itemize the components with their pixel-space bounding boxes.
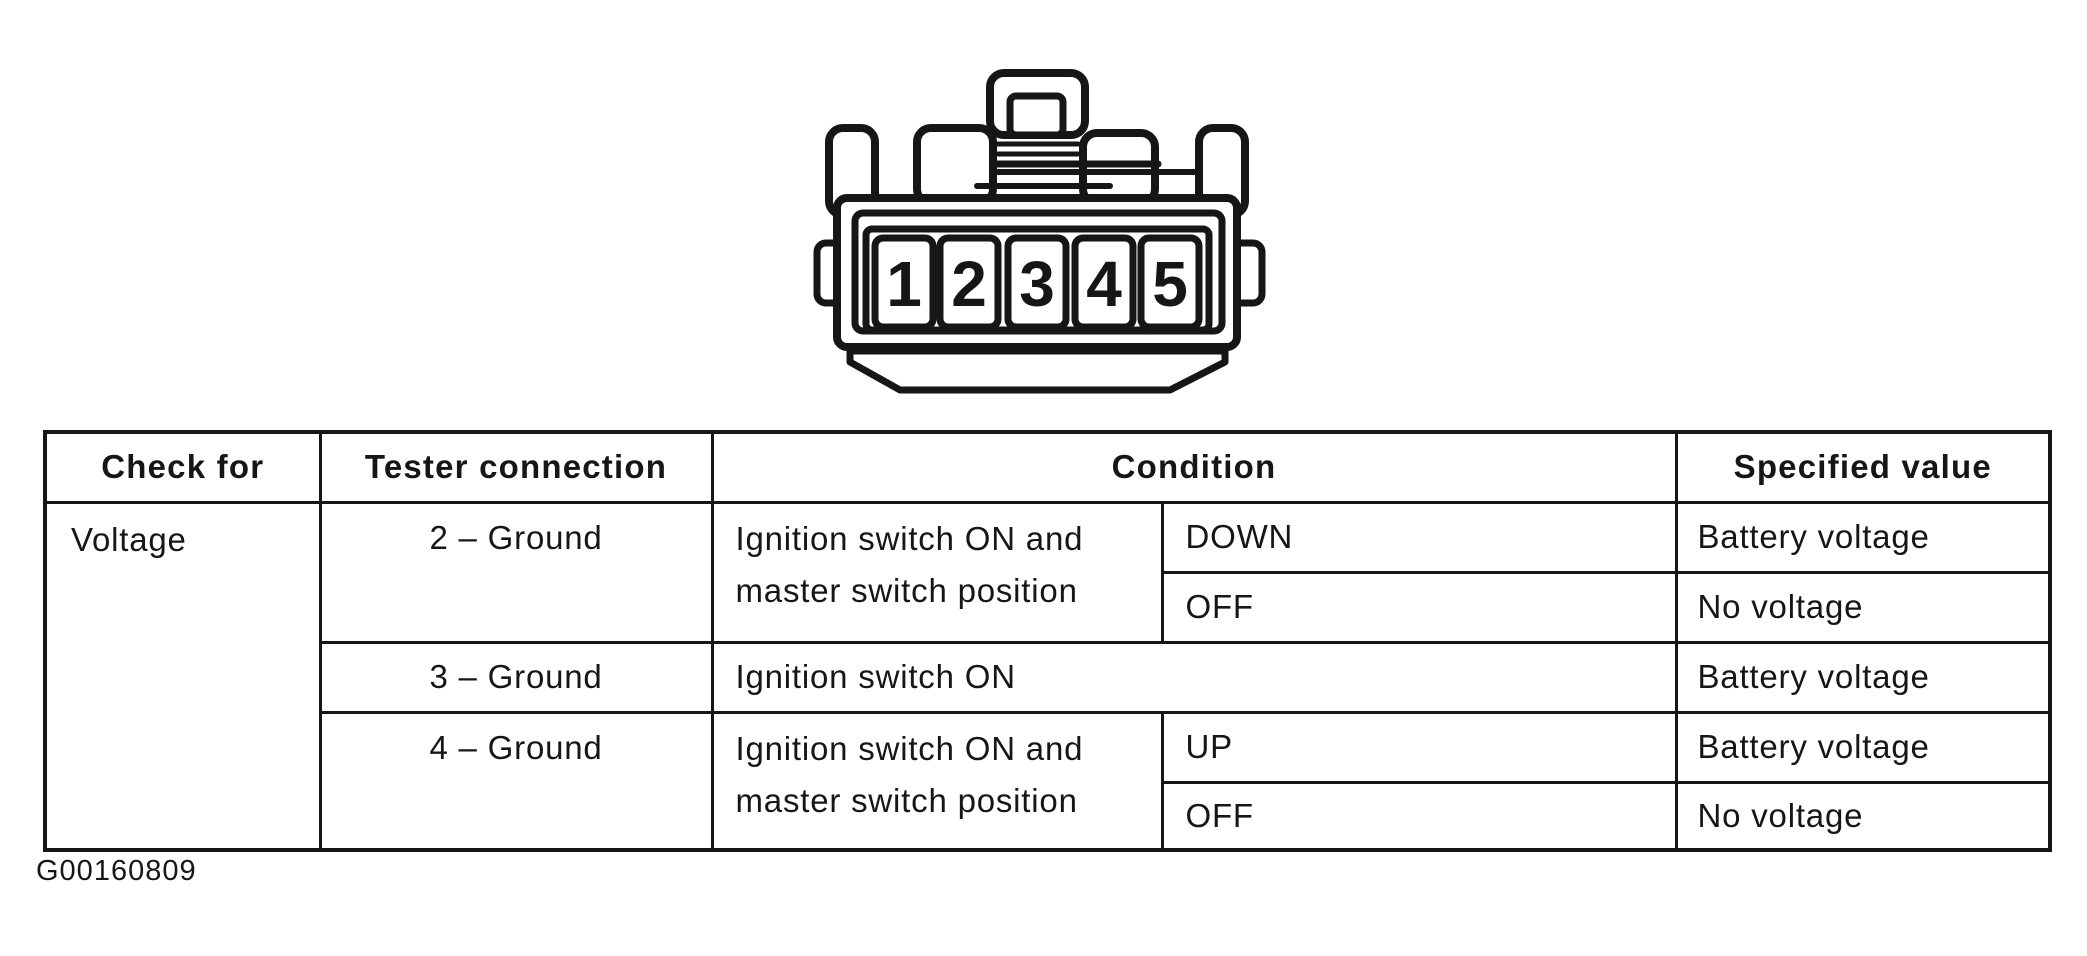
cell-sub-condition: OFF xyxy=(1160,570,1678,644)
cell-check-for: Voltage xyxy=(43,500,322,852)
pin-number-4: 4 xyxy=(1086,248,1122,320)
pin-slot-2 xyxy=(936,234,1002,331)
pin-slot-3 xyxy=(1004,234,1070,331)
cell-sub-condition: DOWN xyxy=(1160,500,1678,574)
pin-slot-1 xyxy=(871,234,937,331)
table-row: Voltage 2 – Ground Ignition switch ON an… xyxy=(43,500,2052,852)
header-condition: Condition xyxy=(710,430,1678,504)
cell-condition: Ignition switch ON and master switch pos… xyxy=(710,500,1164,644)
connector-latch-inner xyxy=(1006,92,1067,139)
cell-condition: Ignition switch ON and master switch pos… xyxy=(710,710,1164,852)
cell-specified-value: Battery voltage xyxy=(1674,500,2052,574)
cell-specified-value: No voltage xyxy=(1674,780,2052,852)
pin-number-5: 5 xyxy=(1152,248,1188,320)
header-tester-connection: Tester connection xyxy=(318,430,714,504)
pin-slot-4 xyxy=(1071,234,1137,331)
connector-diagram: 1 2 3 4 5 xyxy=(790,35,1290,400)
pin-number-3: 3 xyxy=(1019,248,1055,320)
table-row: OFF No voltage xyxy=(45,570,2052,644)
connector-svg: 1 2 3 4 5 xyxy=(813,69,1266,394)
table-row: 3 – Ground Ignition switch ON Battery vo… xyxy=(45,640,2052,714)
cell-tester-connection: 2 – Ground xyxy=(318,500,714,644)
spec-table: Check for Tester connection Condition Sp… xyxy=(43,430,2052,852)
connector-pins: 1 2 3 4 5 xyxy=(871,234,1203,331)
figure-id-label: G00160809 xyxy=(36,855,197,887)
header-check-for: Check for xyxy=(43,430,322,504)
pin-slot-5 xyxy=(1137,234,1203,331)
connector-left-top-tab xyxy=(913,124,997,207)
cell-tester-connection: 3 – Ground xyxy=(318,640,714,714)
pin-number-1: 1 xyxy=(886,248,922,320)
connector-collar-ribs xyxy=(974,141,1201,189)
connector-right-top-tab xyxy=(1079,129,1159,207)
pin-number-2: 2 xyxy=(951,248,987,320)
cell-specified-value: No voltage xyxy=(1674,570,2052,644)
table-row: 4 – Ground Ignition switch ON and master… xyxy=(45,710,2052,852)
cell-tester-connection: 4 – Ground xyxy=(318,710,714,852)
cell-specified-value: Battery voltage xyxy=(1674,710,2052,784)
header-row: Check for Tester connection Condition Sp… xyxy=(43,430,2052,504)
header-specified-value: Specified value xyxy=(1674,430,2052,504)
cell-sub-condition: OFF xyxy=(1160,780,1678,852)
cell-specified-value: Battery voltage xyxy=(1674,640,2052,714)
cell-sub-condition: UP xyxy=(1160,710,1678,784)
cell-condition: Ignition switch ON xyxy=(710,640,1678,714)
table-row: OFF No voltage xyxy=(45,780,2052,852)
connector-base xyxy=(846,347,1229,394)
